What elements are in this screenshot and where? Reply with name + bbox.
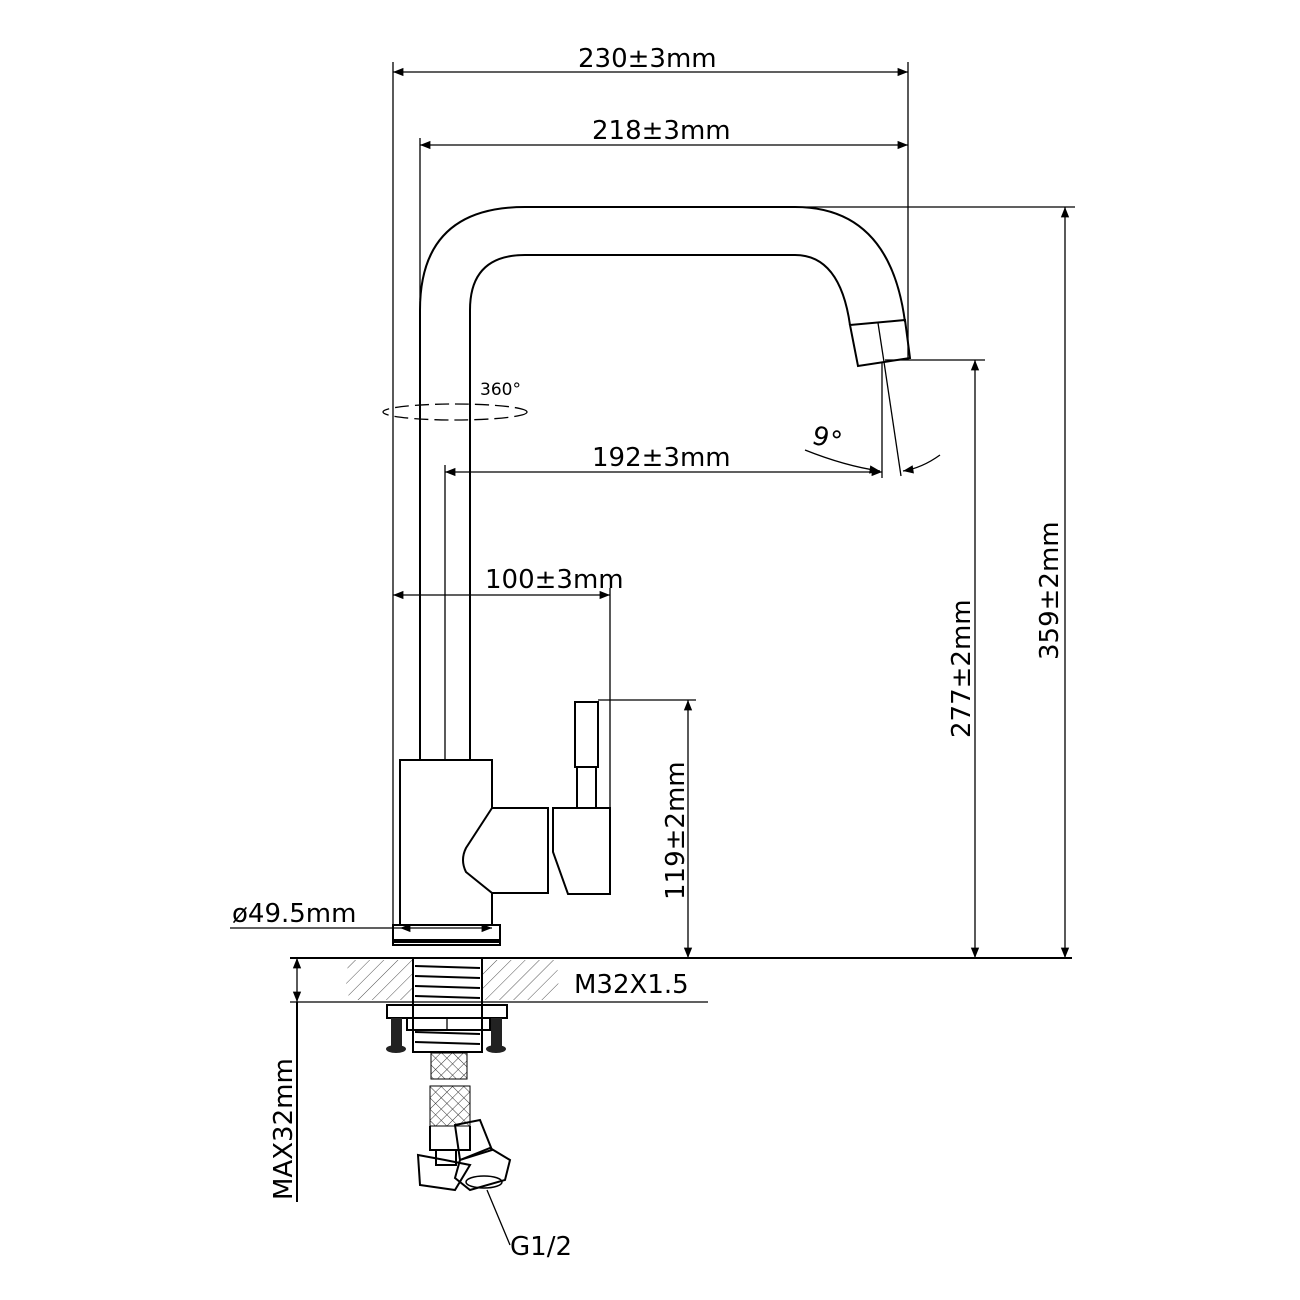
faucet-body (392, 701, 611, 946)
rotation-label: 360° (480, 380, 521, 400)
spout-angle: 9° (804, 361, 941, 478)
center-outlet-label: 192±3mm (592, 443, 731, 473)
hose-connection-label: G1/2 (510, 1232, 572, 1262)
extension-lines (290, 62, 1075, 1003)
overall-reach-label: 230±3mm (578, 44, 717, 74)
base-diameter-label: ø49.5mm (232, 899, 356, 929)
countertop (346, 957, 559, 1053)
outlet-height-label: 277±2mm (947, 599, 977, 738)
rotation-indicator: 360° (382, 380, 528, 421)
handle-reach-label: 100±3mm (485, 565, 624, 595)
total-height-label: 359±2mm (1035, 521, 1065, 660)
spout-reach-label: 218±3mm (592, 116, 731, 146)
thread-label: M32X1.5 (574, 970, 689, 1000)
max-counter-label: MAX32mm (269, 1058, 299, 1200)
dimension-lines (230, 67, 1070, 1202)
faucet-spout (419, 206, 912, 760)
handle-height-label: 119±2mm (661, 761, 691, 900)
dimension-labels: 230±3mm 218±3mm 192±3mm 100±3mm ø49.5mm … (232, 44, 1065, 1262)
supply-hose (416, 1052, 512, 1246)
angle-label: 9° (809, 421, 845, 458)
